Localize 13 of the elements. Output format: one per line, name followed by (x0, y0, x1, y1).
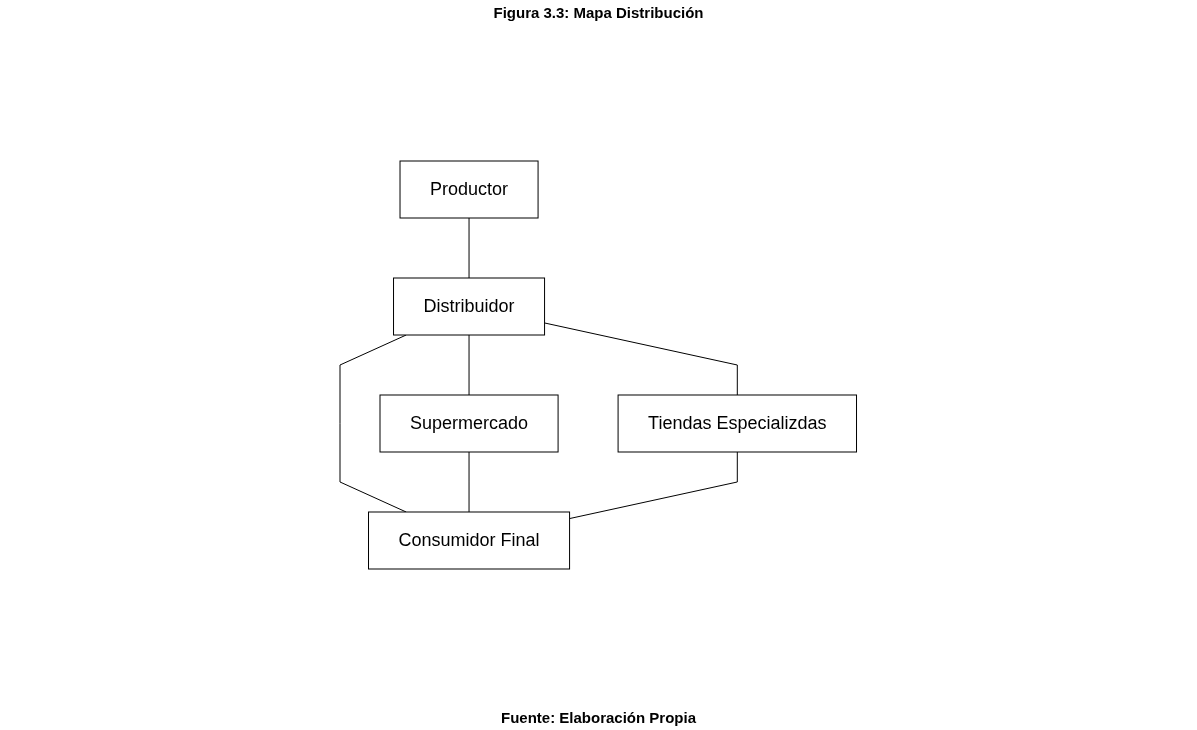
node-box: Productor (399, 160, 539, 219)
connector (339, 334, 407, 513)
connector (468, 334, 470, 396)
connector (569, 451, 739, 520)
source-caption: Fuente: Elaboración Propia (501, 709, 696, 726)
node-box: Supermercado (379, 394, 559, 453)
figure-title: Figura 3.3: Mapa Distribución (493, 4, 704, 21)
node-box: Tiendas Especializdas (617, 394, 858, 453)
node-box: Consumidor Final (368, 511, 571, 570)
connector (544, 322, 739, 396)
connector (468, 451, 470, 513)
connector (468, 217, 470, 279)
node-box: Distribuidor (393, 277, 546, 336)
